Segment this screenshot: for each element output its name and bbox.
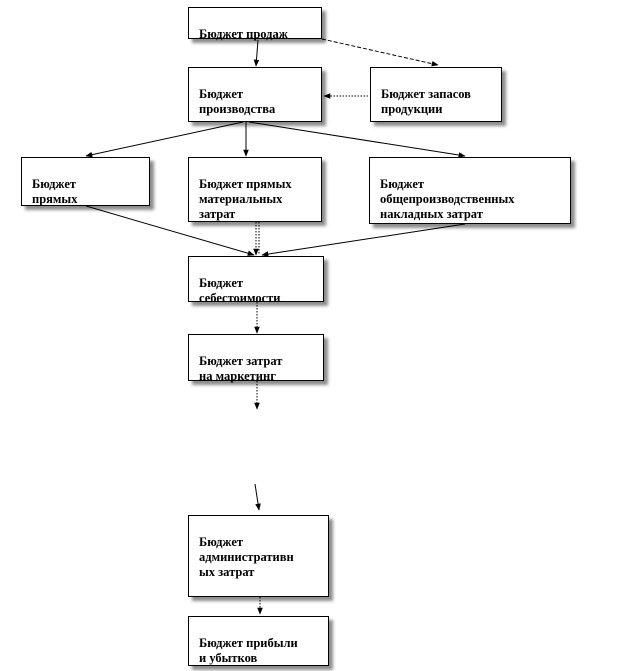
node-production-budget: Бюджет производства xyxy=(188,67,322,122)
arrow-direct-labor-to-cost xyxy=(85,205,255,256)
node-production-budget-label: Бюджет производства xyxy=(199,87,276,116)
arrow-sales-to-production xyxy=(253,39,260,67)
node-direct-labor-budget-label: Бюджет прямых xyxy=(32,177,78,206)
node-sales-budget-label: Бюджет продаж xyxy=(199,27,288,41)
node-direct-labor-budget: Бюджет прямых xyxy=(21,157,150,206)
node-marketing-budget: Бюджет затрат на маркетинг xyxy=(188,334,324,383)
node-profit-budget: Бюджет прибыли и убытков xyxy=(188,616,329,666)
node-cost-budget-label: Бюджет себестоимости xyxy=(199,276,281,305)
arrow-sales-to-inventory xyxy=(321,38,439,67)
node-admin-budget: Бюджет административн ых затрат xyxy=(188,515,329,597)
node-direct-materials-budget-label: Бюджет прямых материальных затрат xyxy=(199,177,292,221)
node-overhead-budget: Бюджет общепроизводственных накладных за… xyxy=(369,157,571,224)
node-overhead-budget-label: Бюджет общепроизводственных накладных за… xyxy=(380,177,515,221)
node-inventory-budget: Бюджет запасов продукции xyxy=(370,67,502,122)
node-cost-budget: Бюджет себестоимости xyxy=(188,256,324,305)
node-sales-budget: Бюджет продаж xyxy=(188,7,322,41)
arrow-production-to-overhead xyxy=(248,121,466,158)
arrow-production-to-direct-labor xyxy=(85,121,244,158)
arrow-overhead-to-cost xyxy=(261,223,466,257)
node-inventory-budget-label: Бюджет запасов продукции xyxy=(381,87,471,116)
node-profit-budget-label: Бюджет прибыли и убытков xyxy=(199,636,298,665)
arrow-into-admin xyxy=(254,483,261,511)
node-direct-materials-budget: Бюджет прямых материальных затрат xyxy=(188,157,322,222)
node-admin-budget-label: Бюджет административн ых затрат xyxy=(199,535,294,579)
node-marketing-budget-label: Бюджет затрат на маркетинг xyxy=(199,354,283,383)
